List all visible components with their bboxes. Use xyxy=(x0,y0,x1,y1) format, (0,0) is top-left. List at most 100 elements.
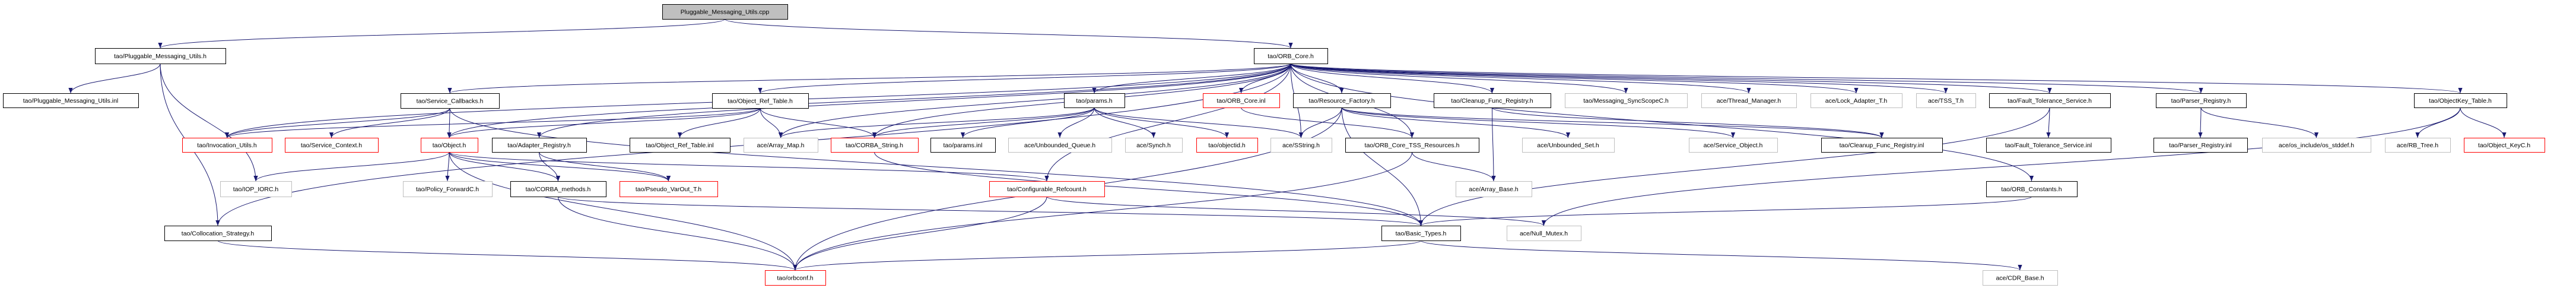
file-node[interactable]: tao/Adapter_Registry.h xyxy=(492,138,587,153)
dependency-edge xyxy=(329,107,450,138)
node-label: tao/Pluggable_Messaging_Utils.h xyxy=(114,53,207,60)
edge-line xyxy=(1341,107,1884,138)
file-node[interactable]: ace/RB_Tree.h xyxy=(2385,138,2451,153)
edge-line xyxy=(539,151,671,182)
dependency-edge xyxy=(558,196,1423,226)
edge-line xyxy=(677,107,761,138)
file-node[interactable]: tao/Parser_Registry.h xyxy=(2156,93,2247,108)
node-label: tao/ORB_Core_TSS_Resources.h xyxy=(1365,142,1460,149)
file-node[interactable]: tao/ORB_Core.h xyxy=(1254,48,1328,64)
file-node[interactable]: tao/objectid.h xyxy=(1196,138,1258,153)
file-node[interactable]: tao/Resource_Factory.h xyxy=(1293,93,1391,108)
node-box xyxy=(492,138,587,153)
node-label: tao/Object_KeyC.h xyxy=(2478,142,2530,149)
file-node[interactable]: ace/SString.h xyxy=(1270,138,1332,153)
node-label: tao/Fault_Tolerance_Service.h xyxy=(2008,97,2092,105)
file-node[interactable]: tao/Fault_Tolerance_Service.inl xyxy=(1986,138,2111,153)
file-node[interactable]: tao/Collocation_Strategy.h xyxy=(164,226,272,241)
node-label: tao/Cleanup_Func_Registry.inl xyxy=(1840,142,1924,149)
dependency-edge xyxy=(449,151,798,271)
file-node[interactable]: tao/orbconf.h xyxy=(765,270,826,286)
dependency-edge xyxy=(449,151,561,182)
edge-line xyxy=(1057,107,1095,138)
node-label: ace/Service_Object.h xyxy=(1704,142,1763,149)
file-node[interactable]: ace/Null_Mutex.h xyxy=(1507,226,1581,241)
edge-line xyxy=(1290,63,2203,94)
node-box xyxy=(1689,138,1778,153)
file-node[interactable]: tao/Messaging_SyncScopeC.h xyxy=(1565,93,1688,108)
dependency-edge xyxy=(1492,107,1884,138)
file-node[interactable]: tao/params.h xyxy=(1064,93,1125,108)
file-node[interactable]: tao/Fault_Tolerance_Service.h xyxy=(1989,93,2111,108)
file-node[interactable]: tao/ORB_Core_TSS_Resources.h xyxy=(1345,138,1479,153)
file-node[interactable]: tao/Object.h xyxy=(421,138,478,153)
dependency-edge xyxy=(1046,196,1546,226)
node-label: tao/Configurable_Refcount.h xyxy=(1007,186,1087,193)
file-node[interactable]: tao/Object_Ref_Table.h xyxy=(712,93,809,109)
file-node[interactable]: tao/Configurable_Refcount.h xyxy=(989,181,1105,197)
file-node[interactable]: tao/Pluggable_Messaging_Utils.h xyxy=(95,48,226,64)
file-node[interactable]: ace/CDR_Base.h xyxy=(1983,270,2058,286)
file-node[interactable]: tao/Cleanup_Func_Registry.h xyxy=(1434,93,1551,108)
edge-line xyxy=(158,18,725,49)
file-node[interactable]: ace/os_include/os_stddef.h xyxy=(2262,138,2371,153)
node-label: tao/ORB_Core.h xyxy=(1268,53,1314,60)
dependency-edge xyxy=(2046,107,2051,138)
node-label: Pluggable_Messaging_Utils.cpp xyxy=(681,9,770,16)
file-node[interactable]: tao/params.inl xyxy=(930,138,996,153)
file-node[interactable]: ace/TSS_T.h xyxy=(1916,93,1976,108)
dependency-edge xyxy=(160,63,258,182)
file-node[interactable]: tao/ORB_Constants.h xyxy=(1986,181,2078,197)
file-node[interactable]: tao/Service_Context.h xyxy=(285,138,379,153)
edge-line xyxy=(449,107,1423,226)
file-node[interactable]: tao/ORB_Core.inl xyxy=(1203,93,1280,108)
edge-line xyxy=(449,151,1049,182)
edge-line xyxy=(160,63,258,182)
edge-line xyxy=(558,196,798,271)
dependency-edge xyxy=(1290,63,2052,94)
file-node[interactable]: tao/CORBA_String.h xyxy=(831,138,919,153)
file-node[interactable]: tao/Policy_ForwardC.h xyxy=(403,181,493,197)
file-node[interactable]: tao/Parser_Registry.inl xyxy=(2153,138,2248,153)
edge-line xyxy=(68,63,161,94)
node-label: ace/RB_Tree.h xyxy=(2397,142,2438,149)
file-node[interactable]: tao/Pseudo_VarOut_T.h xyxy=(620,181,718,197)
file-node[interactable]: tao/CORBA_methods.h xyxy=(510,181,606,197)
file-node[interactable]: tao/Cleanup_Func_Registry.inl xyxy=(1821,138,1943,153)
node-box xyxy=(182,138,272,153)
file-node[interactable]: tao/Invocation_Utils.h xyxy=(182,138,272,153)
file-node[interactable]: tao/Pluggable_Messaging_Utils.inl xyxy=(3,93,139,108)
file-node[interactable]: tao/Object_KeyC.h xyxy=(2464,138,2545,153)
edge-line xyxy=(1492,107,1884,138)
file-node[interactable]: ace/Unbounded_Queue.h xyxy=(1008,138,1112,153)
node-label: tao/Pluggable_Messaging_Utils.inl xyxy=(23,97,119,105)
file-node[interactable]: tao/Object_Ref_Table.inl xyxy=(630,138,730,153)
dependency-edge xyxy=(874,151,1423,226)
edge-line xyxy=(449,151,798,271)
file-node[interactable]: ace/Thread_Manager.h xyxy=(1701,93,1797,108)
edge-line xyxy=(225,107,450,138)
dependency-edge xyxy=(1094,107,1303,138)
file-node[interactable]: tao/IOP_IORC.h xyxy=(220,181,292,197)
edge-line xyxy=(725,18,1293,49)
node-label: tao/IOP_IORC.h xyxy=(233,186,279,193)
file-node[interactable]: ace/Array_Base.h xyxy=(1456,181,1532,197)
edge-line xyxy=(1341,107,1570,138)
edge-line xyxy=(1290,63,2462,94)
edge-line xyxy=(779,63,1291,138)
file-node[interactable]: ace/Synch.h xyxy=(1125,138,1183,153)
dependency-edge xyxy=(1341,107,1735,138)
file-node[interactable]: ace/Array_Map.h xyxy=(744,138,818,153)
file-node[interactable]: ace/Unbounded_Set.h xyxy=(1522,138,1615,153)
file-node[interactable]: ace/Lock_Adapter_T.h xyxy=(1810,93,1902,108)
dependency-edge xyxy=(447,63,1291,94)
edge-line xyxy=(793,240,1421,271)
node-label: tao/orbconf.h xyxy=(777,275,813,282)
file-node[interactable]: ace/Service_Object.h xyxy=(1689,138,1778,153)
edge-line xyxy=(760,107,783,138)
file-node[interactable]: tao/ObjectKey_Table.h xyxy=(2414,93,2507,108)
dependency-edge xyxy=(447,63,1291,138)
file-node[interactable]: tao/Service_Callbacks.h xyxy=(401,93,500,109)
file-node[interactable]: tao/Basic_Types.h xyxy=(1381,226,1461,241)
edge-line xyxy=(217,240,798,271)
